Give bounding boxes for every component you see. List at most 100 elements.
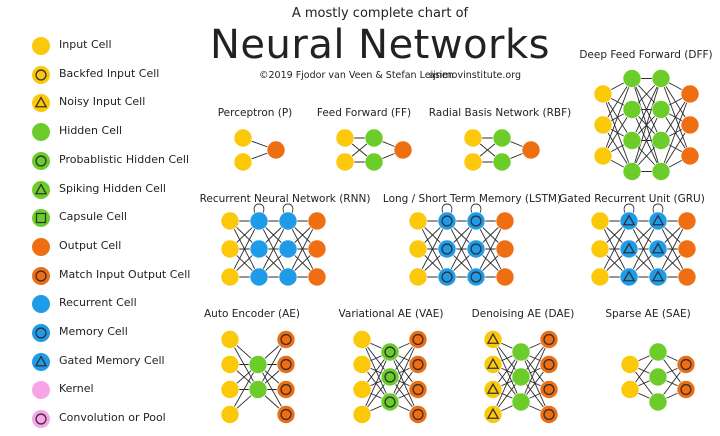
connection-line bbox=[492, 351, 522, 415]
legend-label: Recurrent Cell bbox=[59, 296, 137, 310]
legend-swatch-icon bbox=[32, 65, 50, 84]
connection-line bbox=[417, 220, 448, 278]
connection-line bbox=[657, 220, 688, 278]
node-blue bbox=[249, 239, 269, 259]
legend-swatch-icon bbox=[32, 37, 50, 55]
node-yellow bbox=[483, 405, 503, 424]
legend-label: Probablistic Hidden Cell bbox=[59, 152, 190, 166]
network-title: Recurrent Neural Network (RNN) bbox=[200, 193, 371, 205]
network-title: Radial Basis Network (RBF) bbox=[429, 107, 572, 119]
node-blue bbox=[249, 211, 269, 231]
node-blue bbox=[466, 267, 486, 287]
legend-label: Backfed Input Cell bbox=[59, 66, 160, 80]
site-text: asimovinstitute.org bbox=[429, 70, 521, 81]
recurrent-loop bbox=[623, 203, 635, 214]
node-blue bbox=[437, 239, 457, 259]
node-yellow bbox=[352, 330, 372, 349]
connection-line bbox=[229, 364, 259, 415]
node-orange bbox=[539, 380, 559, 399]
legend-label: Input Cell bbox=[59, 38, 112, 51]
legend-swatch-icon bbox=[32, 295, 50, 314]
node-green bbox=[248, 355, 268, 374]
node-orange bbox=[276, 330, 296, 349]
node-green bbox=[622, 131, 642, 150]
connection-line bbox=[631, 78, 662, 141]
node-yellow bbox=[408, 267, 428, 287]
node-orange bbox=[677, 211, 697, 231]
node-yellow bbox=[352, 405, 372, 424]
legend-swatch-icon bbox=[32, 180, 50, 199]
node-yellow bbox=[335, 128, 355, 148]
legend-label: Hidden Cell bbox=[59, 124, 123, 138]
node-orange bbox=[408, 405, 428, 424]
node-yellow bbox=[408, 211, 428, 231]
node-green bbox=[380, 342, 400, 362]
node-yellow bbox=[620, 380, 640, 399]
node-blue bbox=[278, 211, 298, 231]
node-yellow bbox=[220, 330, 240, 349]
node-orange bbox=[276, 355, 296, 374]
node-green bbox=[511, 342, 531, 362]
chart-subtitle: A mostly complete chart of bbox=[291, 6, 469, 21]
legend-label: Memory Cell bbox=[59, 325, 128, 338]
connection-line bbox=[361, 351, 391, 415]
node-orange bbox=[307, 211, 327, 231]
node-orange bbox=[521, 140, 541, 160]
connection-line bbox=[631, 109, 662, 172]
legend-item-noisy-input-cell: Noisy Input Cell bbox=[30, 92, 220, 118]
node-blue bbox=[466, 239, 486, 259]
legend-item-input-cell: Input Cell bbox=[30, 35, 220, 61]
node-green bbox=[492, 128, 512, 148]
connections bbox=[599, 203, 688, 278]
node-blue bbox=[466, 211, 486, 231]
legend-label: Output Cell bbox=[59, 238, 122, 252]
network-title: Long / Short Term Memory (LSTM) bbox=[383, 193, 561, 205]
node-green bbox=[651, 100, 671, 119]
legend-item-probablistic-hidden-cell: Probablistic Hidden Cell bbox=[30, 150, 220, 176]
legend-item-backfed-input-cell: Backfed Input Cell bbox=[30, 64, 220, 90]
node-orange bbox=[676, 355, 696, 374]
legend-swatch-icon bbox=[32, 94, 50, 113]
connection-line bbox=[475, 220, 506, 278]
legend-label: Noisy Input Cell bbox=[59, 95, 146, 109]
legend-item-convolution-or-pool: Convolution or Pool bbox=[30, 408, 220, 434]
node-orange bbox=[276, 380, 296, 399]
node-green bbox=[648, 392, 668, 412]
node-yellow bbox=[220, 267, 240, 287]
node-blue bbox=[619, 267, 639, 287]
legend-label: Match Input Output Cell bbox=[59, 267, 191, 281]
node-orange bbox=[680, 84, 700, 104]
connection-line bbox=[602, 78, 633, 157]
connections bbox=[602, 78, 691, 172]
node-green bbox=[622, 162, 642, 181]
node-blue bbox=[648, 267, 668, 287]
node-green bbox=[651, 162, 671, 181]
legend-swatch-icon bbox=[32, 381, 50, 400]
node-yellow bbox=[593, 146, 613, 166]
node-green bbox=[248, 380, 268, 399]
network-auto-encoder-ae: Auto Encoder (AE) bbox=[204, 308, 300, 424]
connection-line bbox=[520, 339, 550, 403]
connections bbox=[417, 203, 506, 278]
node-orange bbox=[408, 355, 428, 374]
network-recurrent-neural-network-rnn: Recurrent Neural Network (RNN) bbox=[200, 193, 371, 287]
network-denoising-ae-dae: Denoising AE (DAE) bbox=[472, 308, 574, 424]
node-blue bbox=[648, 211, 668, 231]
node-yellow bbox=[220, 380, 240, 399]
chart-title: Neural Networks bbox=[209, 22, 551, 68]
recurrent-loop bbox=[470, 203, 482, 214]
legend-label: Convolution or Pool bbox=[59, 411, 166, 425]
node-green bbox=[651, 69, 671, 88]
legend-item-memory-cell: Memory Cell bbox=[30, 322, 220, 348]
node-yellow bbox=[483, 355, 503, 374]
node-orange bbox=[495, 211, 515, 231]
legend-label: Capsule Cell bbox=[59, 210, 127, 224]
node-green bbox=[511, 392, 531, 412]
network-title: Feed Forward (FF) bbox=[317, 107, 411, 119]
node-orange bbox=[677, 239, 697, 259]
node-orange bbox=[307, 267, 327, 287]
node-yellow bbox=[620, 355, 640, 374]
